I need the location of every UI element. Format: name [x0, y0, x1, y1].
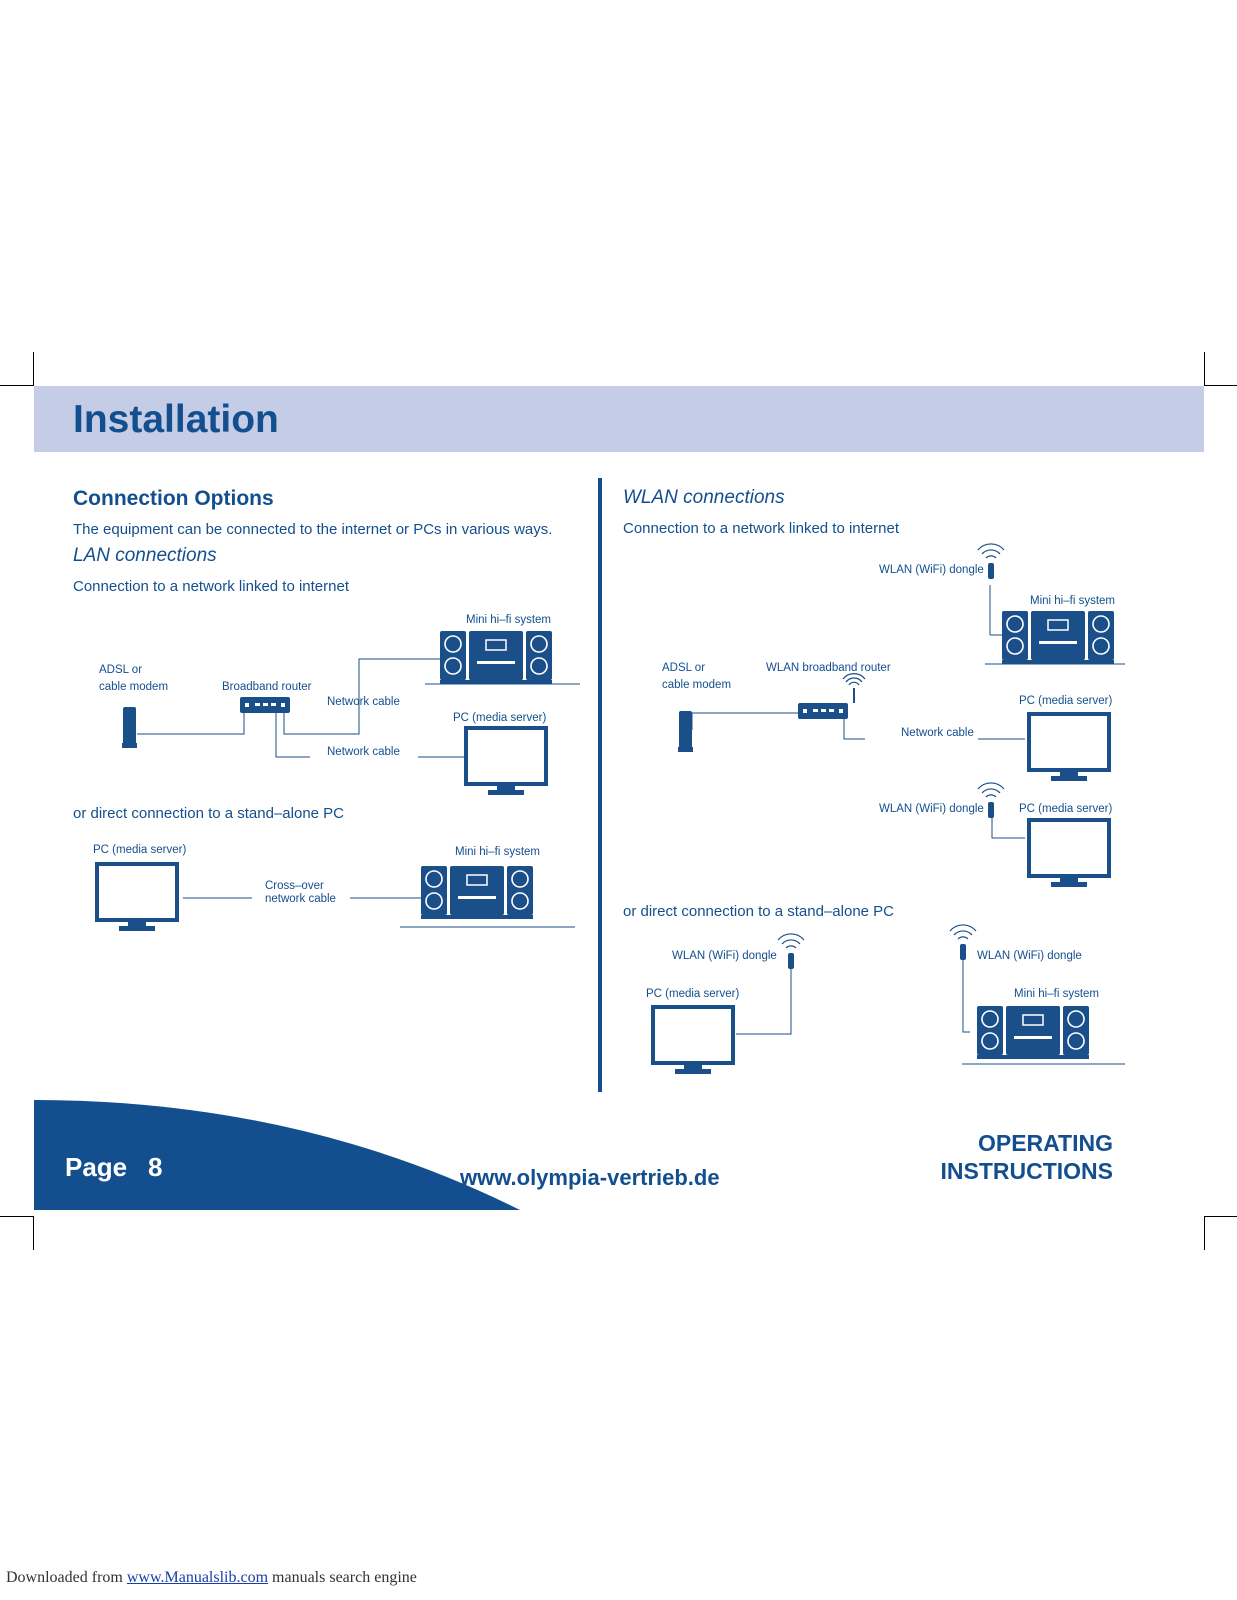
crop-mark	[1205, 385, 1237, 386]
wlan-label-pc1: PC (media server)	[1019, 695, 1113, 707]
page-title: Installation	[73, 398, 279, 441]
direct-label-pc: PC (media server)	[93, 844, 187, 856]
wlan-label-dongle1: WLAN (WiFi) dongle	[879, 564, 984, 576]
download-prefix: Downloaded from	[6, 1569, 123, 1586]
wlan-label-router: WLAN broadband router	[766, 662, 891, 674]
wlan-label-cable: Network cable	[901, 727, 974, 739]
download-bar: Downloaded from www.Manualslib.com manua…	[6, 1569, 417, 1587]
crop-mark	[1204, 352, 1205, 386]
page-label: Page	[65, 1152, 128, 1182]
direct-label-hifi: Mini hi–fi system	[455, 846, 540, 858]
footer-url[interactable]: www.olympia-vertrieb.de	[460, 1165, 720, 1190]
lan-label-pc: PC (media server)	[453, 712, 547, 724]
wlan-direct-label-dongle-right: WLAN (WiFi) dongle	[977, 950, 1082, 962]
crop-mark	[33, 352, 34, 386]
direct-label-cable2: network cable	[265, 893, 336, 905]
footer-swoosh	[34, 1100, 520, 1210]
lan-label-cable2: Network cable	[327, 746, 400, 758]
wlan-direct-label-dongle-left: WLAN (WiFi) dongle	[672, 950, 777, 962]
wlan-label-modem2: cable modem	[662, 679, 732, 691]
wlan-subtitle: Connection to a network linked to intern…	[623, 520, 899, 537]
lan-subtitle: Connection to a network linked to intern…	[73, 578, 349, 595]
wlan-direct-label-hifi: Mini hi–fi system	[1014, 988, 1099, 1000]
wlan-title: WLAN connections	[623, 487, 785, 508]
lan-label-modem: ADSL or	[99, 664, 143, 676]
header-band	[34, 386, 1204, 452]
direct-label-cable1: Cross–over	[265, 880, 324, 892]
crop-mark	[1205, 1216, 1237, 1217]
doc-type-line1: OPERATING	[977, 1130, 1113, 1156]
lan-label-cable1: Network cable	[327, 696, 400, 708]
manualslib-link[interactable]: www.Manualslib.com	[126, 1569, 269, 1586]
lan-title: LAN connections	[73, 545, 217, 566]
lan-label-modem2: cable modem	[99, 681, 169, 693]
intro-text: The equipment can be connected to the in…	[73, 521, 553, 538]
doc-type-line2: INSTRUCTIONS	[940, 1158, 1114, 1184]
lan-direct-text: or direct connection to a stand–alone PC	[73, 805, 345, 822]
wlan-direct-label-pc: PC (media server)	[646, 988, 740, 1000]
wlan-label-hifi: Mini hi–fi system	[1030, 595, 1115, 607]
lan-label-router: Broadband router	[222, 681, 312, 693]
wlan-label-modem: ADSL or	[662, 662, 706, 674]
wlan-direct-text: or direct connection to a stand–alone PC	[623, 903, 895, 920]
lan-label-hifi: Mini hi–fi system	[466, 614, 551, 626]
crop-mark	[0, 385, 33, 386]
wlan-label-dongle2: WLAN (WiFi) dongle	[879, 803, 984, 815]
crop-mark	[0, 1216, 33, 1217]
crop-mark	[1204, 1216, 1205, 1250]
download-suffix: manuals search engine	[272, 1569, 417, 1586]
page-number: 8	[148, 1152, 163, 1182]
column-divider	[598, 478, 602, 1092]
wlan-label-pc2: PC (media server)	[1019, 803, 1113, 815]
section-title-connection-options: Connection Options	[73, 487, 274, 510]
crop-mark	[33, 1216, 34, 1250]
doc-type: OPERATING INSTRUCTIONS	[941, 1129, 1114, 1185]
